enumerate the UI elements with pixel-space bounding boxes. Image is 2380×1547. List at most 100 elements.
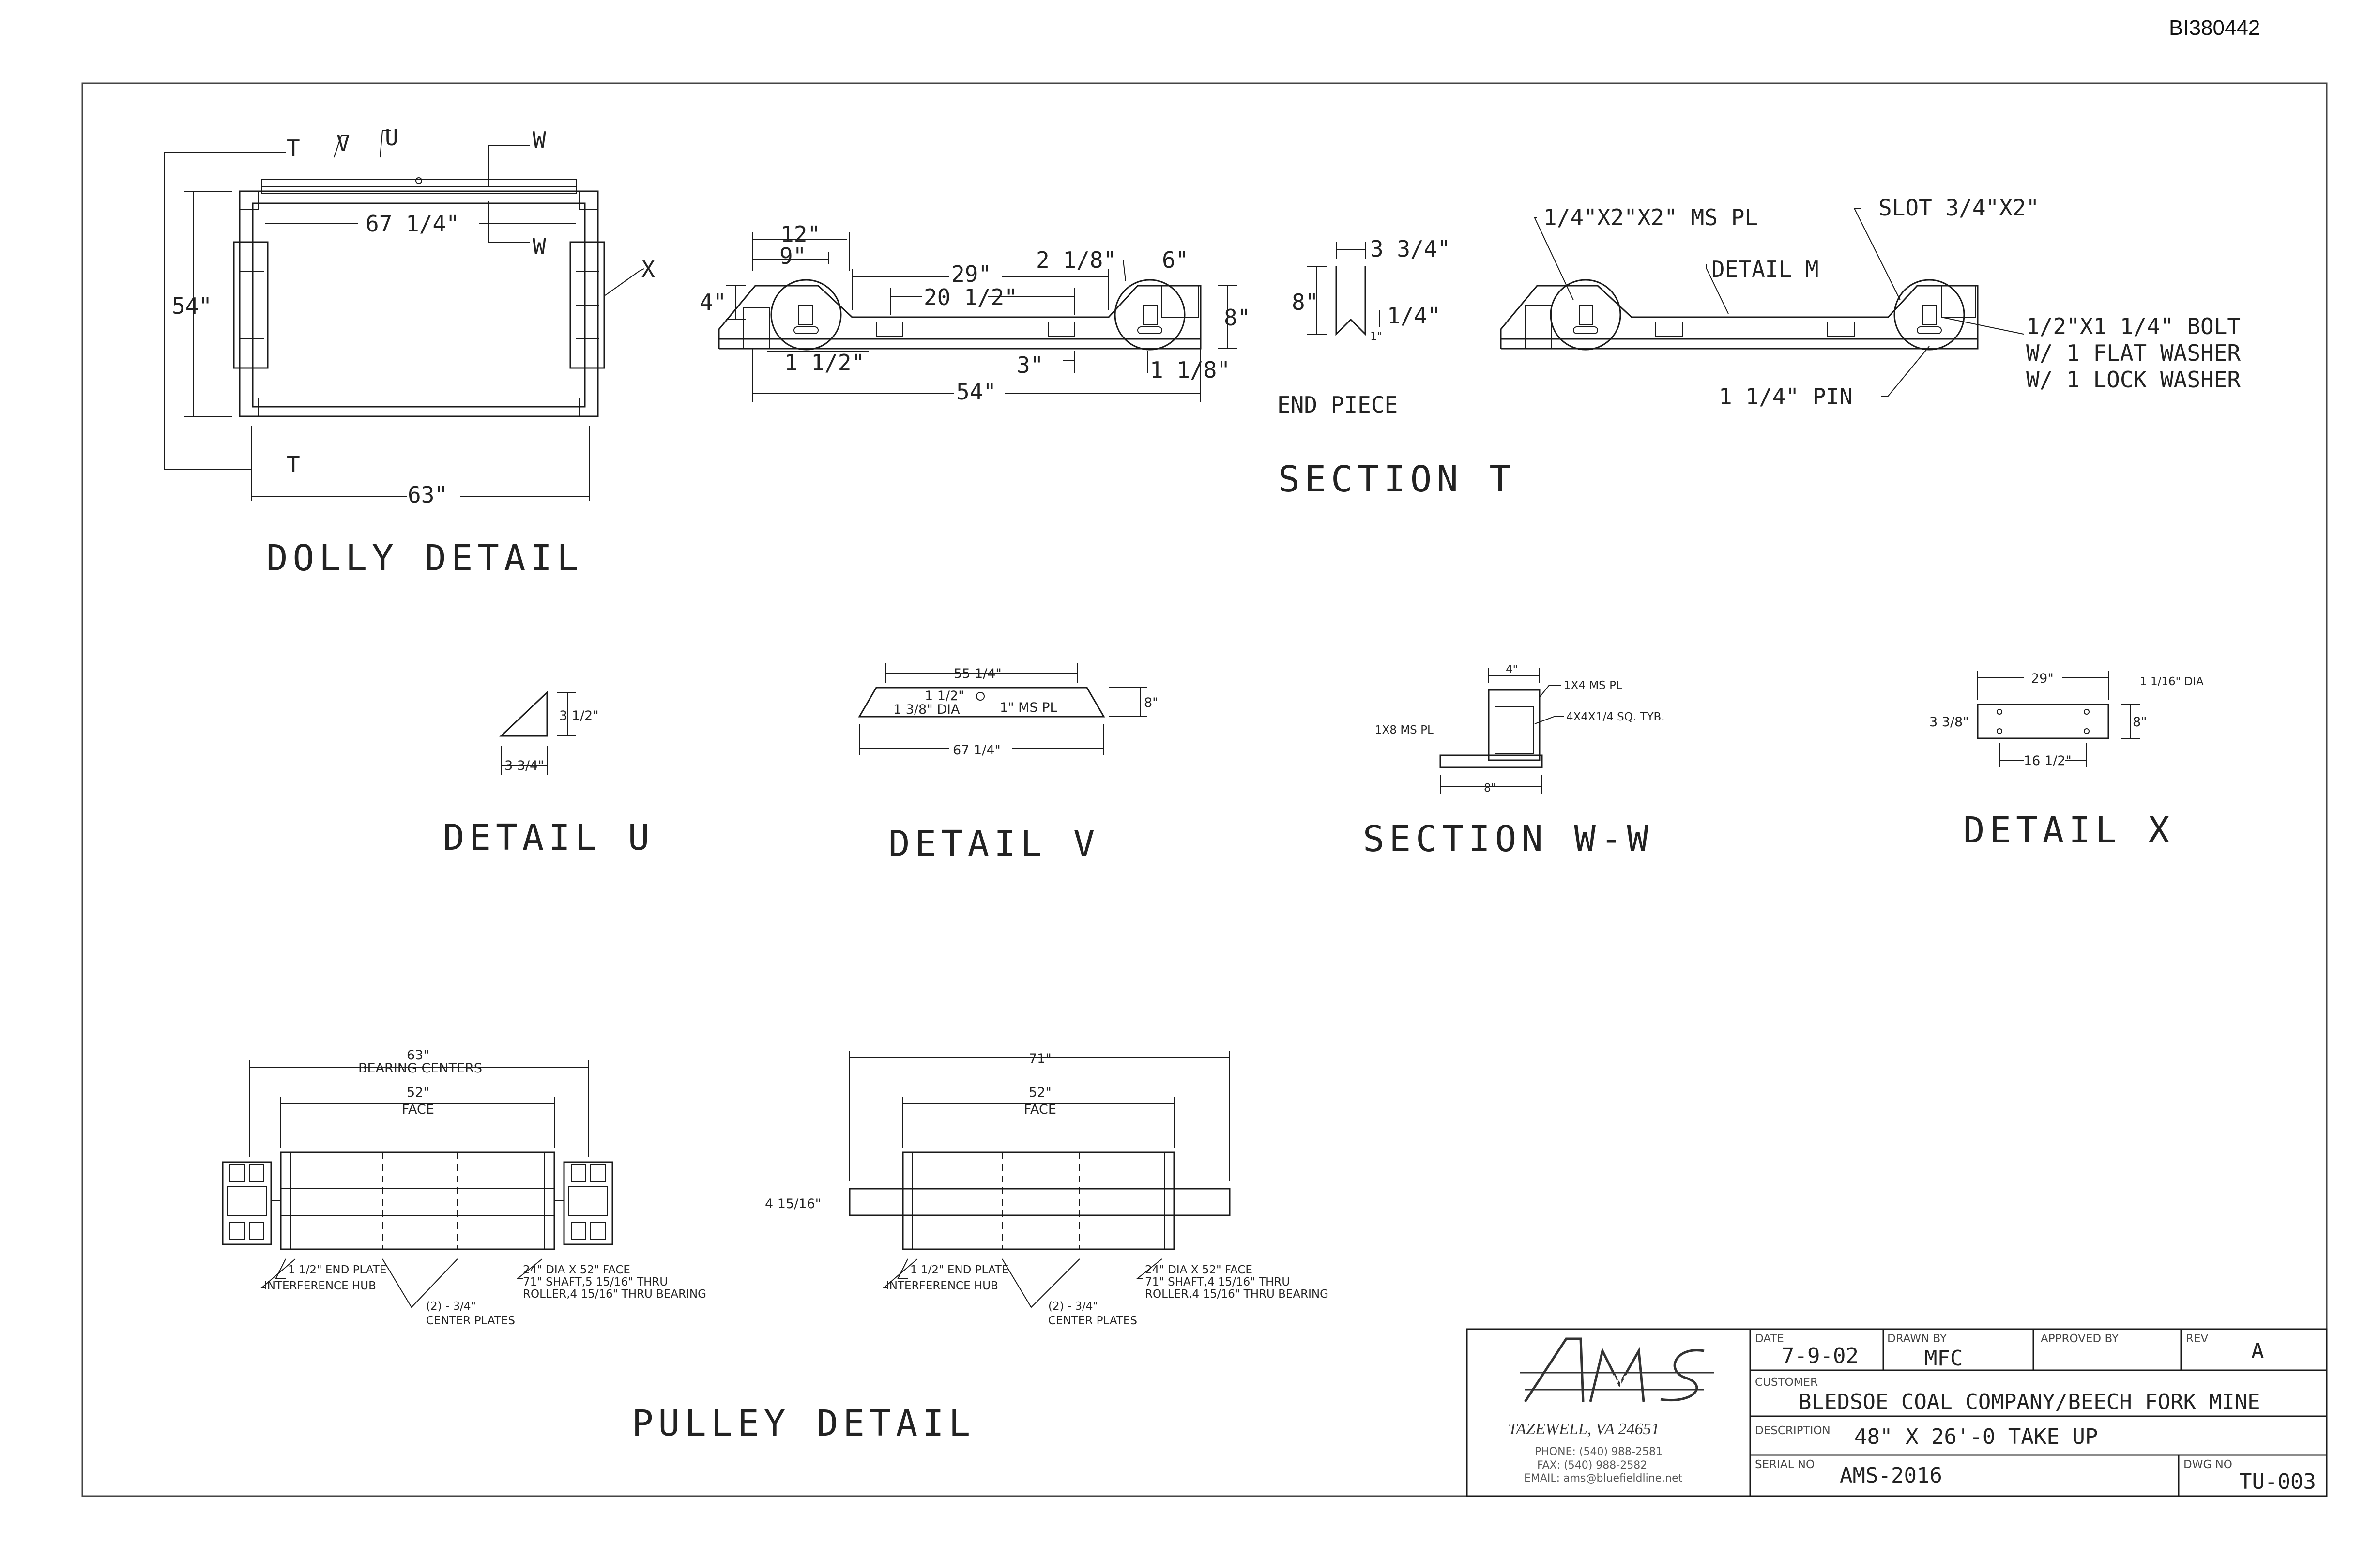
- customer-value: BLEDSOE COAL COMPANY/BEECH FORK MINE: [1799, 1390, 2260, 1414]
- detail-u-view: 3 1/2" 3 3/4" DETAIL U: [443, 690, 654, 858]
- detail-v-view: 55 1/4" 1 1/2" 1 3/8" DIA 1" MS PL 8" 67…: [858, 663, 1159, 865]
- detail-v-dim-hole: 1 1/2": [925, 689, 964, 704]
- drawn-by-value: MFC: [1924, 1346, 1963, 1371]
- section-t-dim-1-1-8: 1 1/8": [1150, 357, 1230, 383]
- approved-by-label: APPROVED BY: [2041, 1333, 2119, 1345]
- detail-x-dim-spacing: 16 1/2": [2024, 753, 2072, 768]
- pulley-right-face-label: FACE: [1024, 1102, 1056, 1117]
- dolly-dim-67-1-4: 67 1/4": [366, 211, 459, 237]
- detail-x-dim-h: 8": [2133, 715, 2147, 730]
- pulley-right-center-plates-1: (2) - 3/4": [1048, 1300, 1098, 1313]
- detail-v-dim-dia: 1 3/8" DIA: [893, 702, 960, 717]
- pulley-right-shaft-dia: 4 15/16": [765, 1196, 821, 1211]
- company-location: TAZEWELL, VA 24651: [1508, 1420, 1660, 1438]
- pulley-left-bearing-centers-label: BEARING CENTERS: [358, 1061, 482, 1076]
- section-t-dim-3: 3": [1017, 352, 1043, 378]
- detail-x-view: 29" 1 1/16" DIA 3 3/8" 8" 16 1/2" DETAIL…: [1929, 671, 2204, 851]
- pulley-right-overall: 71": [1029, 1051, 1052, 1066]
- section-ww-pl-1x8: 1X8 MS PL: [1375, 724, 1434, 736]
- description-label: DESCRIPTION: [1755, 1424, 1831, 1437]
- serial-label: SERIAL NO: [1755, 1458, 1815, 1471]
- section-t-dim-6: 6": [1162, 247, 1189, 273]
- description-value: 48" X 26'-0 TAKE UP: [1854, 1424, 2098, 1449]
- detail-v-dim-top: 55 1/4": [954, 666, 1002, 681]
- dolly-label-t-top: T: [287, 135, 300, 161]
- detail-u-dim-w: 3 3/4": [504, 758, 544, 773]
- dolly-dim-54: 54": [172, 293, 212, 319]
- pulley-right-center-plates-2: CENTER PLATES: [1048, 1315, 1137, 1327]
- end-piece-title: END PIECE: [1277, 392, 1398, 418]
- detail-u-dim-h: 3 1/2": [559, 708, 599, 723]
- section-ww-view: 4" 1X4 MS PL 4X4X1/4 SQ. TYB. 1X8 MS PL …: [1363, 663, 1665, 860]
- dolly-label-w-bottom: W: [533, 233, 546, 260]
- detail-m-title: DETAIL M: [1711, 256, 1819, 282]
- pulley-left-center-plates-1: (2) - 3/4": [426, 1300, 476, 1313]
- sheet-border: [81, 82, 2328, 1497]
- pulley-right-spec-1: 24" DIA X 52" FACE: [1145, 1264, 1252, 1276]
- end-piece-dim-8: 8": [1292, 289, 1318, 315]
- dolly-label-u: U: [385, 124, 398, 151]
- title-block: AMS TAZEWELL, VA 24651 PHONE: (540) 988-…: [1466, 1328, 2328, 1497]
- pulley-left-spec-2: 71" SHAFT,5 15/16" THRU: [523, 1276, 668, 1288]
- pulley-right-hub: INTERFERENCE HUB: [886, 1280, 998, 1292]
- detail-m-washer-1: W/ 1 FLAT WASHER: [2026, 340, 2241, 366]
- section-ww-pl-1x4: 1X4 MS PL: [1564, 679, 1622, 692]
- section-t-dim-4: 4": [700, 289, 726, 315]
- detail-v-title: DETAIL V: [888, 823, 1099, 865]
- pulley-left-view: 63" BEARING CENTERS 52" FACE 1 1/2" END …: [222, 1048, 706, 1327]
- end-piece-dim-1-4: 1/4": [1387, 303, 1441, 329]
- section-t-dim-8: 8": [1224, 305, 1251, 331]
- dolly-detail-title: DOLLY DETAIL: [266, 537, 583, 579]
- pulley-right-end-plate: 1 1/2" END PLATE: [910, 1264, 1008, 1276]
- detail-x-dim-w: 29": [2031, 671, 2054, 686]
- dolly-label-t-bottom: T: [287, 451, 300, 477]
- company-fax: FAX: (540) 988-2582: [1537, 1459, 1647, 1471]
- section-ww-tube: 4X4X1/4 SQ. TYB.: [1566, 711, 1665, 723]
- detail-v-dim-pl: 1" MS PL: [1000, 700, 1057, 715]
- customer-label: CUSTOMER: [1755, 1376, 1818, 1389]
- dolly-dim-63: 63": [408, 482, 448, 508]
- detail-m-plate: 1/4"X2"X2" MS PL: [1543, 204, 1758, 230]
- end-piece-view: 3 3/4" 8" 1/4" 1" END PIECE: [1277, 236, 1450, 418]
- pulley-left-face-label: FACE: [402, 1102, 434, 1117]
- end-piece-dim-3-3-4: 3 3/4": [1370, 236, 1450, 262]
- company-phone: PHONE: (540) 988-2581: [1535, 1446, 1663, 1458]
- pulley-right-face-value: 52": [1029, 1085, 1052, 1100]
- detail-m-washer-2: W/ 1 LOCK WASHER: [2026, 367, 2241, 393]
- section-t-title: SECTION T: [1278, 459, 1516, 500]
- dolly-label-v: V: [336, 130, 350, 156]
- section-t-dim-12: 12": [780, 221, 821, 247]
- section-t-dim-9: 9": [779, 243, 806, 269]
- pulley-right-spec-3: ROLLER,4 15/16" THRU BEARING: [1145, 1288, 1328, 1301]
- serial-value: AMS-2016: [1840, 1463, 1942, 1488]
- detail-x-dim-edge: 3 3/8": [1929, 715, 1969, 730]
- detail-x-title: DETAIL X: [1963, 810, 2174, 851]
- rev-value: A: [2251, 1339, 2264, 1363]
- ams-logo-text: AMS: [1602, 1373, 1631, 1388]
- pulley-left-spec-3: ROLLER,4 15/16" THRU BEARING: [523, 1288, 706, 1301]
- ams-logo: AMS: [1520, 1337, 1714, 1403]
- section-ww-dim-4: 4": [1506, 663, 1518, 676]
- pulley-left-center-plates-2: CENTER PLATES: [426, 1315, 515, 1327]
- detail-u-title: DETAIL U: [443, 817, 654, 858]
- section-t-dim-1-1-2: 1 1/2": [784, 350, 865, 376]
- date-label: DATE: [1755, 1333, 1784, 1345]
- detail-m-bolt: 1/2"X1 1/4" BOLT: [2026, 313, 2241, 339]
- pulley-detail-title: PULLEY DETAIL: [632, 1403, 975, 1444]
- dwg-label: DWG NO: [2183, 1458, 2232, 1471]
- pulley-left-hub: INTERFERENCE HUB: [264, 1280, 376, 1292]
- pulley-left-bearing-centers-value: 63": [407, 1048, 429, 1063]
- detail-m-view: 1/4"X2"X2" MS PL SLOT 3/4"X2" DETAIL M 1…: [1500, 195, 2241, 410]
- pulley-left-end-plate: 1 1/2" END PLATE: [288, 1264, 386, 1276]
- rev-label: REV: [2186, 1333, 2209, 1345]
- dolly-label-w-top: W: [533, 127, 546, 153]
- section-ww-title: SECTION W-W: [1363, 818, 1653, 860]
- detail-x-dim-dia: 1 1/16" DIA: [2140, 675, 2204, 688]
- detail-m-pin: 1 1/4" PIN: [1719, 383, 1853, 410]
- detail-v-dim-bottom: 67 1/4": [953, 743, 1001, 758]
- section-t-dim-54: 54": [956, 379, 996, 405]
- dolly-label-x: X: [641, 256, 655, 282]
- document-id: BI380442: [2169, 16, 2260, 40]
- section-t-dim-20-1-2: 20 1/2": [924, 284, 1018, 310]
- pulley-left-spec-1: 24" DIA X 52" FACE: [523, 1264, 630, 1276]
